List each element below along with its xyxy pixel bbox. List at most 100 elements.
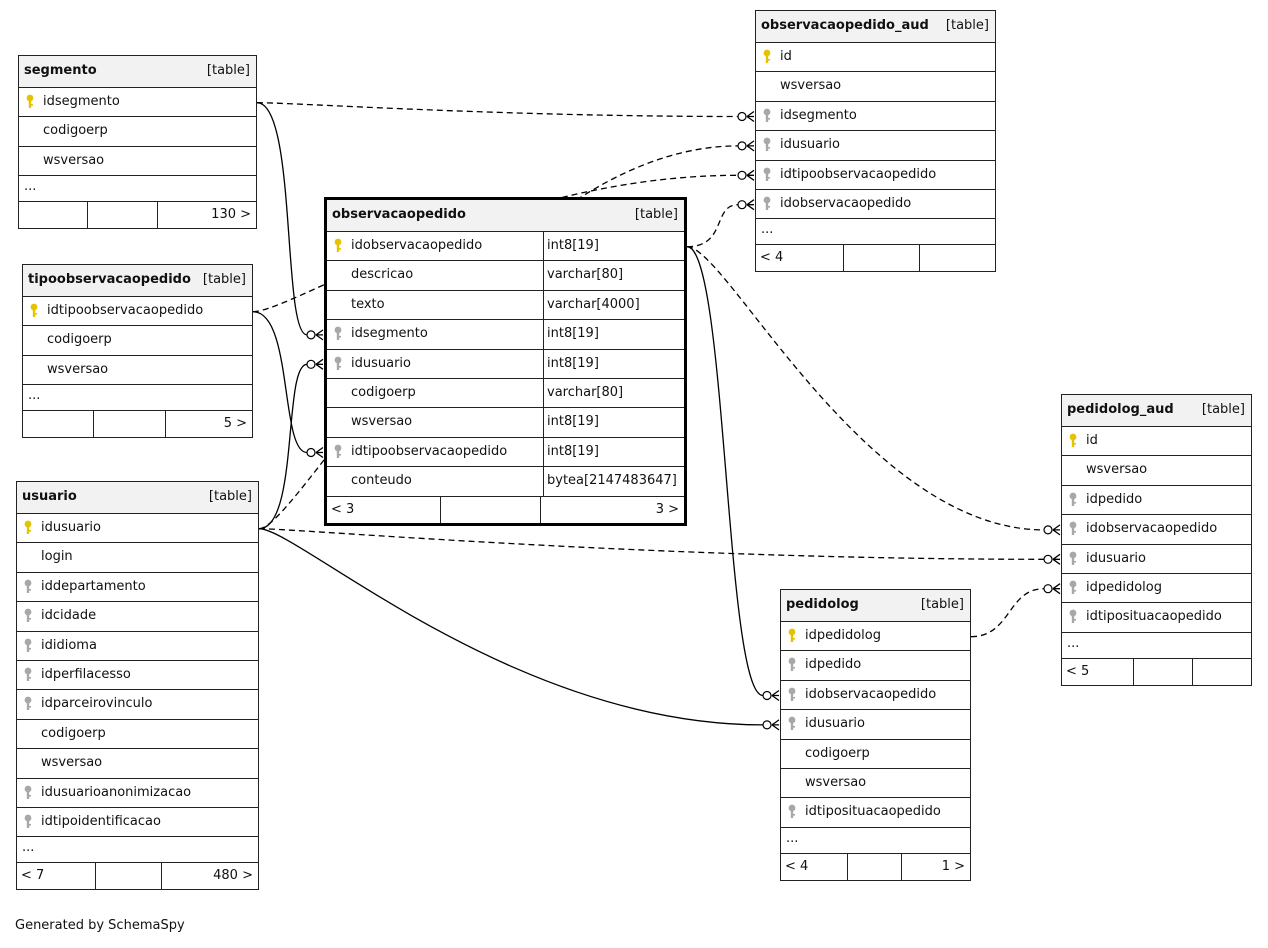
rows-cell — [96, 863, 162, 890]
parents-count-cell[interactable]: < 4 — [756, 245, 845, 272]
column-name: idtipoobservacaopedido — [351, 443, 508, 459]
column-row-codigoerp[interactable]: codigoerp — [23, 326, 252, 356]
table-observacaopedido[interactable]: observacaopedido[table]idobservacaopedid… — [324, 197, 687, 526]
column-row-wsversao[interactable]: wsversao — [23, 356, 252, 386]
column-row-wsversao[interactable]: wsversao — [781, 769, 970, 799]
column-row-wsversao[interactable]: wsversao — [756, 72, 995, 102]
table-header[interactable]: observacaopedido[table] — [327, 200, 684, 232]
parents-count-cell[interactable]: < 3 — [327, 496, 442, 523]
column-row-idusuario[interactable]: idusuario — [756, 131, 995, 161]
column-name: idsegmento — [351, 326, 428, 342]
column-row-wsversao[interactable]: wsversao — [17, 749, 258, 779]
more-columns-indicator: ... — [23, 385, 252, 412]
column-row-idtiposituacaopedido[interactable]: idtiposituacaopedido — [1062, 603, 1251, 633]
children-count-cell[interactable]: 130 > — [211, 207, 252, 223]
relationship-usuario-pedidolog_aud — [258, 528, 1045, 560]
primary-key-icon — [787, 628, 797, 644]
column-row-idobservacaopedido[interactable]: idobservacaopedido — [756, 190, 995, 220]
column-type: int8[19] — [543, 232, 684, 261]
foreign-key-icon — [1068, 551, 1078, 567]
column-row-idcidade[interactable]: idcidade — [17, 602, 258, 632]
table-name[interactable]: tipoobservacaopedido — [28, 272, 191, 287]
column-name: idcidade — [41, 608, 97, 624]
children-count-cell[interactable]: 480 > — [213, 868, 253, 884]
column-row-codigoerp[interactable]: codigoerp — [17, 720, 258, 750]
column-row-idsegmento[interactable]: idsegmento — [756, 102, 995, 132]
table-type-tag: [table] — [920, 597, 964, 612]
table-footer: < 4 — [756, 245, 995, 272]
table-header[interactable]: pedidolog_aud[table] — [1062, 395, 1251, 427]
table-name[interactable]: segmento — [24, 63, 97, 78]
column-row-idsegmento[interactable]: idsegmento — [19, 88, 256, 118]
column-row-wsversao[interactable]: wsversao — [1062, 456, 1251, 486]
column-row-idusuario[interactable]: idusuario — [1062, 545, 1251, 574]
table-name[interactable]: usuario — [22, 489, 77, 504]
column-row-ididioma[interactable]: ididioma — [17, 632, 258, 661]
column-row-idpedido[interactable]: idpedido — [1062, 486, 1251, 516]
children-count-cell[interactable]: 5 > — [223, 416, 247, 432]
column-row-idpedidolog[interactable]: idpedidolog — [1062, 574, 1251, 604]
foreign-key-icon — [23, 785, 33, 801]
column-row-login[interactable]: login — [17, 543, 258, 573]
column-row-idtipoobservacaopedido[interactable]: idtipoobservacaopedido — [23, 297, 252, 327]
children-count-cell[interactable]: 3 > — [655, 501, 680, 517]
column-row-idtiposituacaopedido[interactable]: idtiposituacaopedido — [781, 798, 970, 828]
crows-foot-marker — [306, 358, 324, 370]
column-row-codigoerp[interactable]: codigoerp — [19, 117, 256, 147]
column-row-id[interactable]: id — [756, 43, 995, 73]
more-columns-indicator: ... — [1062, 633, 1251, 659]
column-row-idusuario[interactable]: idusuario — [17, 514, 258, 544]
table-name[interactable]: pedidolog_aud — [1067, 402, 1174, 417]
column-row-idpedidolog[interactable]: idpedidolog — [781, 622, 970, 652]
table-header[interactable]: segmento[table] — [19, 56, 256, 88]
foreign-key-icon — [787, 687, 797, 703]
crows-foot-marker — [1043, 524, 1061, 536]
column-row-idparceirovinculo[interactable]: idparceirovinculo — [17, 690, 258, 720]
parents-count-cell[interactable]: < 7 — [17, 863, 97, 890]
table-header[interactable]: usuario[table] — [17, 482, 258, 514]
column-row-idpedido[interactable]: idpedido — [781, 651, 970, 681]
parents-count-cell[interactable]: < 5 — [1062, 658, 1135, 685]
children-count-cell[interactable]: 1 > — [941, 858, 965, 874]
table-header[interactable]: pedidolog [table] — [781, 590, 970, 622]
column-row-idobservacaopedido[interactable]: idobservacaopedido — [781, 681, 970, 711]
column-row-idtipoidentificacao[interactable]: idtipoidentificacao — [17, 808, 258, 838]
table-header[interactable]: observacaopedido_aud[table] — [756, 11, 995, 43]
table-name[interactable]: observacaopedido — [332, 207, 466, 222]
table-name[interactable]: observacaopedido_aud — [761, 18, 929, 33]
column-row-idusuarioanonimizacao[interactable]: idusuarioanonimizacao — [17, 779, 258, 808]
column-name: wsversao — [1086, 462, 1148, 478]
parents-count-cell[interactable]: < 4 — [781, 853, 849, 880]
table-name[interactable]: pedidolog — [786, 597, 859, 612]
table-header[interactable]: tipoobservacaopedido[table] — [23, 265, 252, 297]
column-row-idusuario[interactable]: idusuario — [781, 710, 970, 740]
column-name: codigoerp — [351, 384, 416, 400]
column-row-id[interactable]: id — [1062, 427, 1251, 457]
primary-key-icon — [23, 520, 33, 536]
column-row-wsversao[interactable]: wsversao — [19, 147, 256, 177]
column-row-idperfilacesso[interactable]: idperfilacesso — [17, 661, 258, 691]
column-row-idobservacaopedido[interactable]: idobservacaopedido — [1062, 515, 1251, 545]
column-row-iddepartamento[interactable]: iddepartamento — [17, 573, 258, 603]
column-row-codigoerp[interactable]: codigoerp — [781, 740, 970, 769]
foreign-key-icon — [23, 814, 33, 830]
table-tipoobservacaopedido[interactable]: tipoobservacaopedido[table]idtipoobserva… — [22, 264, 253, 439]
column-type: int8[19] — [543, 349, 684, 378]
column-row-idtipoobservacaopedido[interactable]: idtipoobservacaopedido — [756, 161, 995, 190]
parents-count-cell — [19, 202, 89, 229]
foreign-key-icon — [23, 638, 33, 654]
